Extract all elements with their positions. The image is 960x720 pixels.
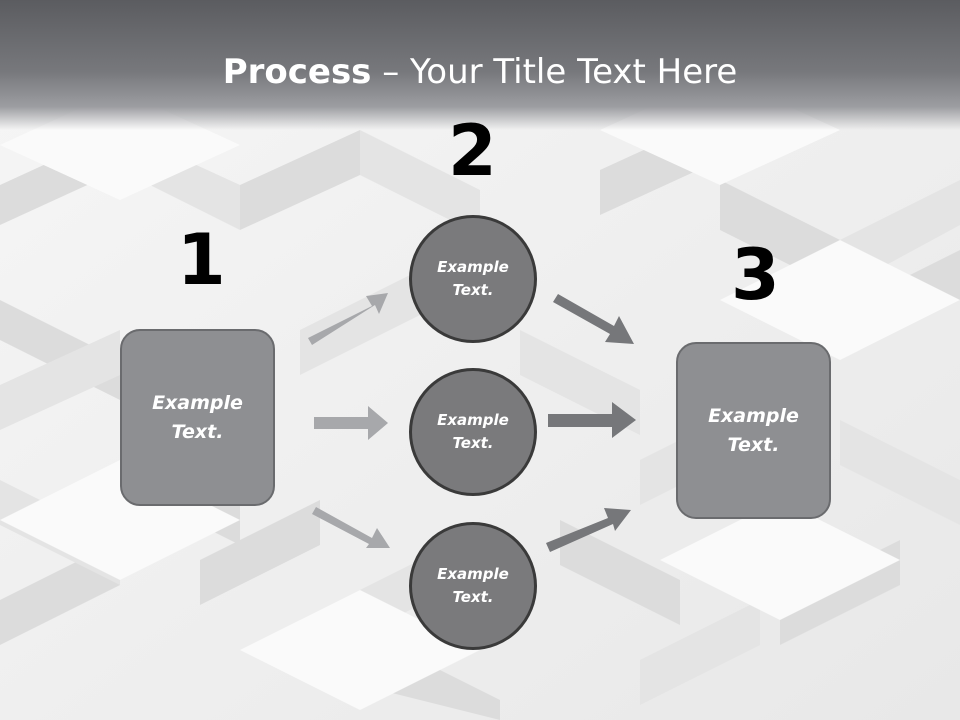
right-process-box: Example Text. (676, 342, 831, 519)
arrow-left-to-middle (314, 406, 388, 440)
circle-middle: Example Text. (409, 368, 537, 496)
title-rest: – Your Title Text Here (371, 52, 738, 92)
step-number-1: 1 (177, 219, 226, 301)
circle-middle-label: Example Text. (437, 411, 509, 452)
circle-top-label: Example Text. (437, 258, 509, 299)
circle-bottom: Example Text. (409, 522, 537, 650)
circle-top: Example Text. (409, 215, 537, 343)
slide-title: Process – Your Title Text Here (0, 52, 960, 92)
right-box-label: Example Text. (708, 404, 799, 456)
arrow-middle-to-right (548, 402, 636, 438)
circle-bottom-label: Example Text. (437, 565, 509, 606)
title-bar (0, 0, 960, 130)
arrow-left-to-bottom (312, 507, 390, 548)
left-process-box: Example Text. (120, 329, 275, 506)
step-number-2: 2 (448, 110, 497, 192)
arrow-top-to-right (553, 294, 634, 344)
arrow-bottom-to-right (546, 508, 631, 552)
step-number-3: 3 (731, 234, 780, 316)
left-box-label: Example Text. (152, 391, 243, 443)
title-bold: Process (222, 52, 372, 92)
arrow-left-to-top (308, 293, 388, 345)
